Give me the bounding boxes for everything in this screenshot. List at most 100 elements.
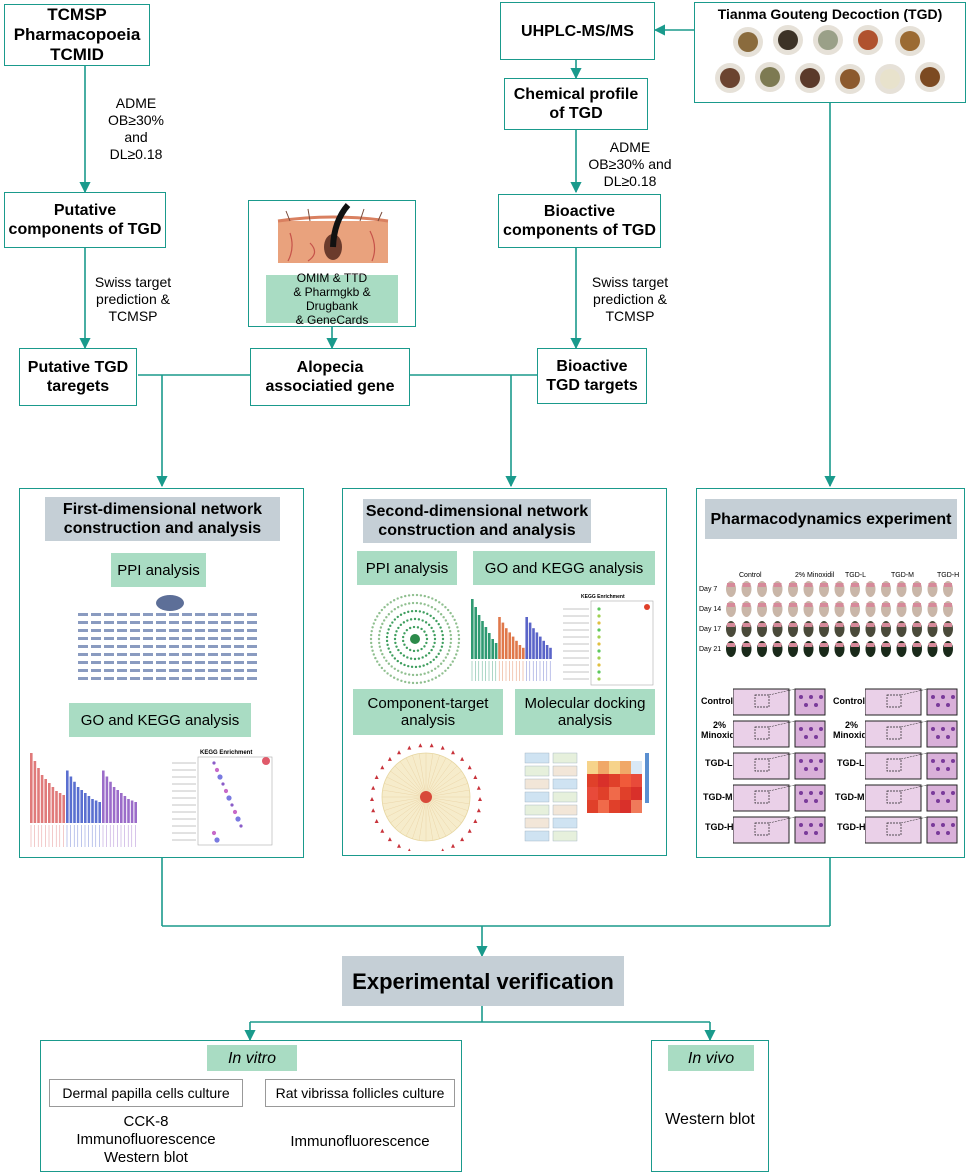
ppi-node [247,669,257,672]
histo-panel [865,688,922,716]
ppi-node [234,677,244,680]
ppi-circle-node [394,633,397,637]
ct-edge [412,796,427,839]
rat-photo-mark [742,643,751,647]
ppi-circle-node [371,649,374,652]
second-dimensional-panel: Second-dimensional network construction … [342,488,667,856]
ppi-node [169,677,179,680]
rat-methods: Immunofluorescence [265,1133,455,1151]
swiss-label-right: Swiss target prediction & TCMSP [591,274,669,324]
ppi-node [234,653,244,656]
ct-target-node [441,848,445,851]
ppi-node [117,669,127,672]
rat-photo-mark [851,643,859,647]
ppi-circle-node [407,673,411,676]
ppi-circle-node [441,637,445,641]
dock-pose [524,765,550,777]
histo-zoom-line [900,752,928,760]
panel1-go-kegg-label: GO and KEGG analysis [69,703,251,737]
ppi-node [78,669,88,672]
ct-edge [418,753,427,798]
ppi-node [143,669,153,672]
ppi-circle-node [413,617,417,621]
ct-target-node [371,785,376,790]
ppi-circle-node [447,626,451,629]
ppi-node [104,613,114,616]
rat-photo-mark [913,623,921,627]
ppi-circle-node [419,602,423,605]
kegg-dot-chart-image-2: KEGG Enrichment [561,593,661,691]
rat-photo-mark [727,623,735,627]
go-bar [33,761,37,823]
ppi-circle-node [429,614,432,617]
ppi-node [195,629,205,632]
rat-photo-mark [851,603,859,607]
dock-pose [552,804,578,816]
ppi-circle-node [403,643,406,646]
ppi-circle-node [456,626,459,629]
histo-cell [819,823,823,827]
kegg-dot [235,816,241,822]
heatmap-cell [598,761,609,774]
ppi-circle-node [369,641,373,645]
ppi-circle-node [411,681,415,685]
kegg-dot [221,782,225,786]
histo-cell [941,759,945,763]
kegg-dot-2 [597,621,601,625]
histo-cell [936,767,940,771]
histo-cell [799,695,803,699]
panel2-title: Second-dimensional network construction … [363,499,591,543]
rat-photo-mark [913,583,921,587]
ppi-circle-node [441,603,444,606]
ppi-circle-node [432,630,435,633]
ppi-node [130,661,140,664]
method-wb-1: Western blot [104,1149,188,1166]
bioactive-targets-box: Bioactive TGD targets [537,348,647,404]
go-bar-2 [481,621,484,659]
heatmap-cell [609,787,620,800]
ct-edge [425,796,470,805]
histo-left-tgd-h: TGD-H [705,822,734,832]
heatmap-scale [645,753,649,803]
ct-target-node [407,848,411,851]
rat-photo-mark [758,643,766,647]
histo-cell [819,695,823,699]
ppi-circle-node [369,637,373,641]
ppi-circle-node [383,669,386,673]
ppi-circle-node [411,593,415,597]
rat-photo-mark [727,583,735,587]
dock-pose [524,804,550,816]
histo-right-2pct: 2% [845,720,859,730]
ppi-circle-node [407,602,411,605]
ppi-circle-node [451,615,454,618]
ppi-circle-node [376,615,379,618]
kegg-dot [214,767,220,773]
ppi-circle-node [442,659,445,662]
ppi-circle-node [412,625,416,629]
histo-cell [951,823,955,827]
ppi-circle-node [425,641,428,645]
panel2-ppi-label: PPI analysis [357,551,457,585]
ppi-node [143,645,153,648]
heatmap-cell [631,774,642,787]
ct-target-node [476,808,481,813]
histo-cell [931,759,935,763]
histo-cell [819,759,823,763]
ppi-node [247,677,257,680]
go-bar [76,787,80,823]
ppi-node [247,637,257,640]
ppi-circle-node [408,648,412,652]
panel3-title: Pharmacodynamics experiment [705,499,957,539]
in-vitro-panel: In vitro Dermal papilla cells culture Ra… [40,1040,462,1172]
ppi-circle-node [410,609,414,613]
rat-photo-mark [789,603,797,607]
ppi-node [156,629,166,632]
ppi-circle-node [379,649,383,652]
rat-photo-mark [913,643,921,647]
ppi-node [78,677,88,680]
ppi-circle-node [386,643,389,647]
histo-cell [799,823,803,827]
ppi-node [130,653,140,656]
ppi-circle-node [427,604,430,607]
ct-edge [394,796,427,829]
